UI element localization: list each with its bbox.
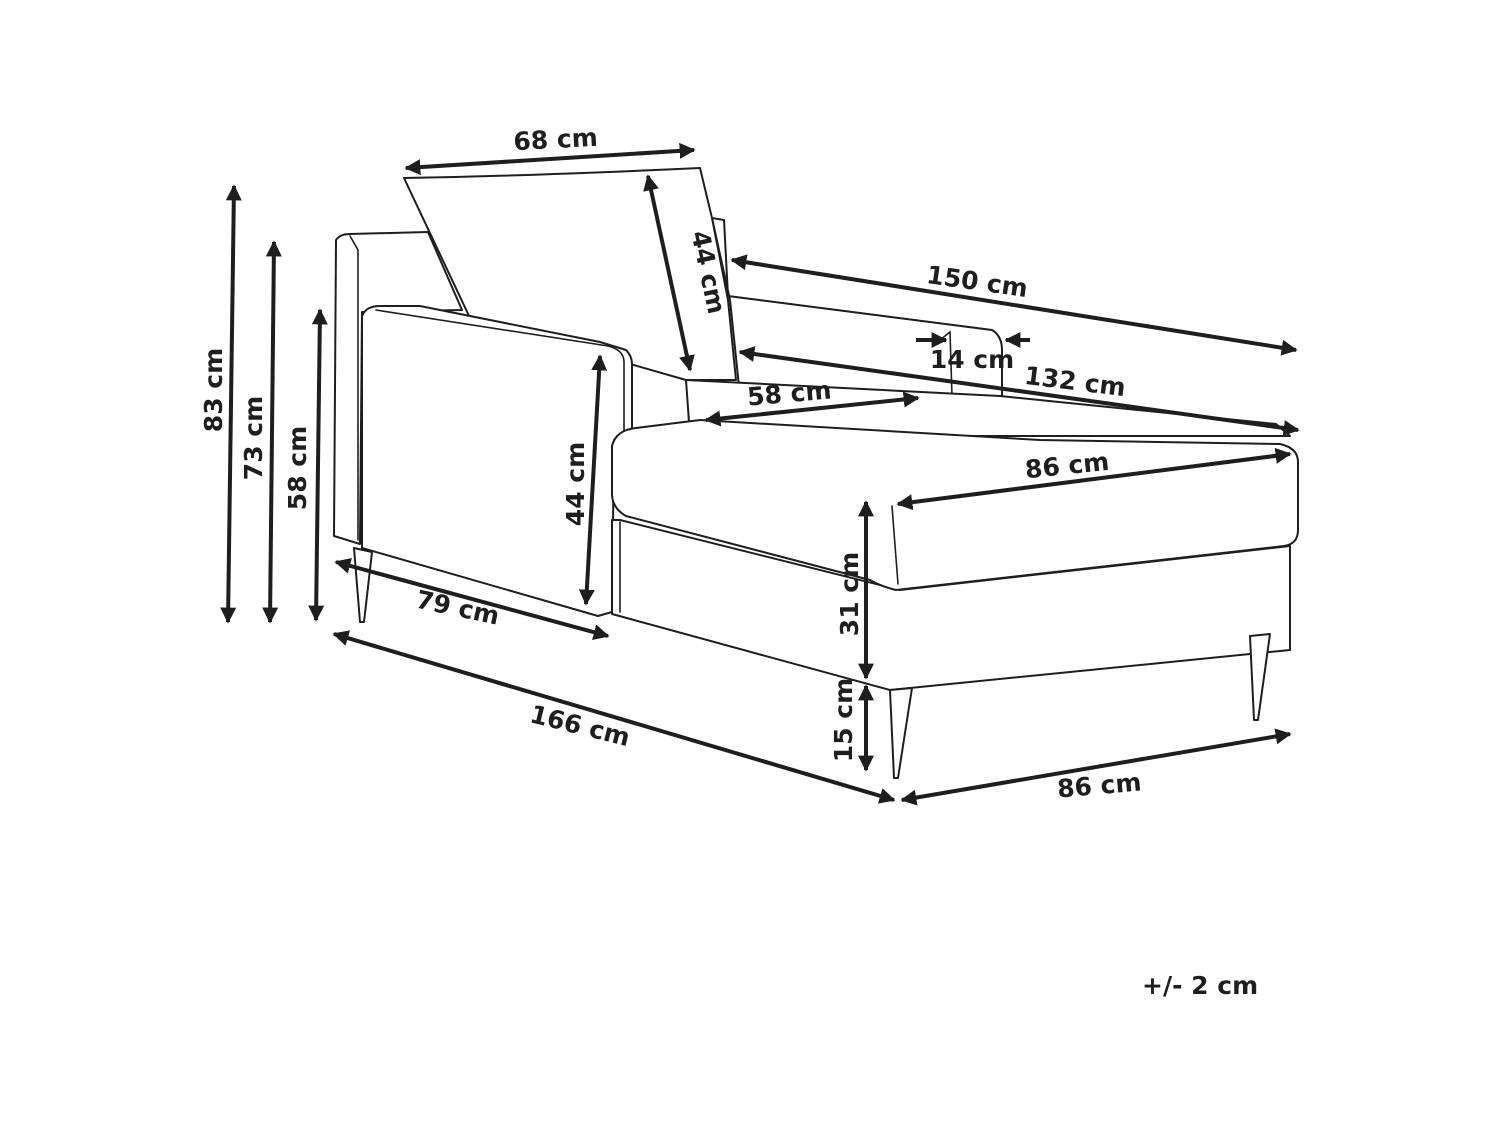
dimension-lines: [220, 142, 1300, 806]
dim-line-total-length: [730, 254, 1298, 356]
label-arm-rest-height: 58 cm: [283, 426, 312, 510]
label-leg-height: 15 cm: [829, 678, 858, 762]
dim-line-cushion-width: [404, 142, 696, 176]
leg-front-left: [889, 687, 913, 779]
leg-front-right: [1249, 633, 1271, 721]
dim-line-seat-width-back: [704, 391, 920, 427]
dim-line-seat-width-front: [896, 447, 1292, 511]
label-total-length: 150 cm: [925, 260, 1030, 303]
dim-line-seat-length: [738, 346, 1300, 436]
label-total-height: 83 cm: [199, 348, 228, 432]
label-arm-depth: 79 cm: [413, 585, 502, 631]
dim-line-depth: [900, 728, 1292, 806]
label-cushion-width: 68 cm: [513, 123, 599, 156]
label-back-height: 73 cm: [239, 396, 268, 480]
dim-line-total-height: [220, 184, 242, 624]
label-arm-width: 14 cm: [930, 345, 1014, 374]
label-seat-frame-height: 31 cm: [835, 552, 864, 636]
dimension-labels: 68 cm 44 cm 150 cm 14 cm 132 cm 58 cm 86…: [199, 123, 1258, 1000]
tolerance-note: +/- 2 cm: [1142, 971, 1258, 1000]
dim-line-total-width: [332, 630, 896, 804]
dim-line-arm-rest-height: [308, 308, 328, 622]
dim-line-arm-depth: [334, 558, 610, 640]
label-depth: 86 cm: [1056, 767, 1143, 803]
label-seat-length: 132 cm: [1023, 361, 1128, 402]
dim-line-cushion-height: [643, 174, 695, 372]
left-armrest: [361, 305, 633, 617]
dim-line-back-height: [262, 240, 282, 624]
leg-left-back: [353, 547, 373, 623]
label-arm-height: 44 cm: [561, 442, 590, 526]
